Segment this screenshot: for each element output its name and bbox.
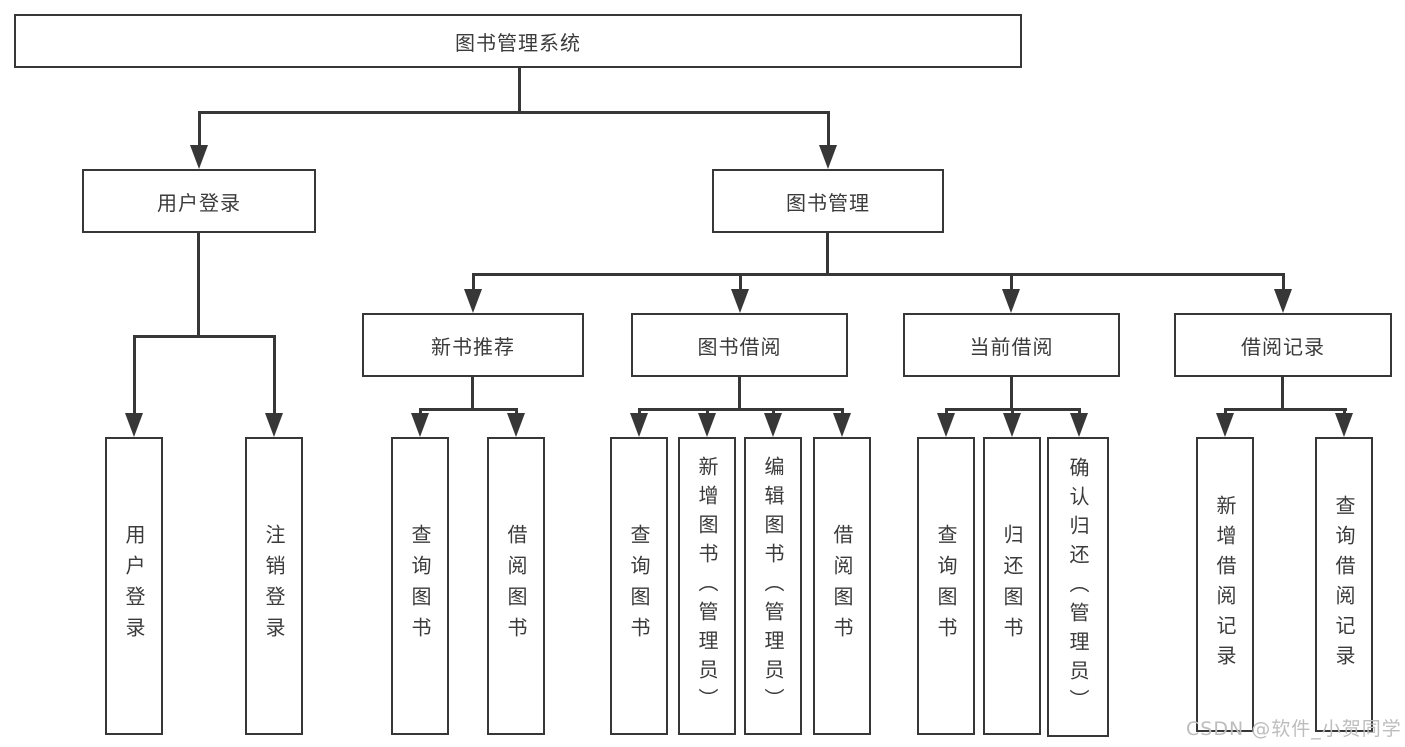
connector-group2-stub [738,377,741,411]
node-label: 归还图书 [1000,524,1024,648]
leaf-logout: 注销登录 [245,437,303,735]
node-user-login: 用户登录 [82,169,316,233]
leaf-borrow-query-books: 查询图书 [610,437,668,735]
node-new-book-recommend: 新书推荐 [362,313,584,377]
arrow-group4-child2 [1335,408,1353,437]
arrow-group2-child1 [630,408,648,437]
leaf-borrow-books: 借阅图书 [813,437,871,735]
arrow-group1-child1 [411,408,429,437]
leaf-add-books-admin: 新增图书（管理员） [678,437,736,735]
arrow-to-logout-leaf [265,335,283,437]
arrow-to-book-borrow [731,273,749,313]
node-library-management-system: 图书管理系统 [14,14,1022,68]
node-label: 用户登录 [157,190,241,215]
leaf-recommend-borrow-books: 借阅图书 [487,437,545,735]
node-label: 查询图书 [934,524,958,648]
node-label: 图书借阅 [697,334,782,359]
node-label: 图书管理 [786,190,870,215]
arrow-to-borrow-records [1274,273,1292,313]
connector-group1-stub [471,377,474,411]
connector-group3-stub [1010,377,1013,411]
arrow-to-user-login [190,111,208,169]
arrow-group3-child2 [1003,408,1021,437]
connector-group1-rail [419,408,518,411]
leaf-add-borrow-record: 新增借阅记录 [1196,437,1254,732]
node-book-borrow: 图书借阅 [631,313,848,377]
node-borrow-records: 借阅记录 [1174,313,1392,377]
node-label: 新增借阅记录 [1213,494,1237,675]
arrow-group2-child3 [764,408,782,437]
arrow-to-new-book-recommend [464,273,482,313]
node-label: 新增图书（管理员） [695,455,719,717]
connector-login-stub [197,233,200,338]
connector-login-rail [134,335,276,338]
connector-group2-rail [638,408,844,411]
connector-group4-stub [1281,377,1284,411]
arrow-to-current-borrow [1002,273,1020,313]
csdn-watermark: CSDN @软件_小贺同学 [1186,718,1402,740]
node-label: 借阅记录 [1241,334,1325,359]
arrow-group3-child3 [1070,408,1088,437]
arrow-group3-child1 [937,408,955,437]
leaf-confirm-return-admin: 确认归还（管理员） [1047,437,1109,737]
leaf-edit-books-admin: 编辑图书（管理员） [744,437,802,735]
arrow-group1-child2 [507,408,525,437]
node-label: 用户登录 [122,524,146,648]
node-label: 查询图书 [627,524,651,648]
arrow-group2-child2 [698,408,716,437]
leaf-query-borrow-record: 查询借阅记录 [1315,437,1373,732]
leaf-current-query-books: 查询图书 [917,437,975,735]
node-label: 借阅图书 [830,524,854,648]
leaf-recommend-query-books: 查询图书 [391,437,449,735]
connector-manage-stub [826,233,829,276]
arrow-to-login-leaf [125,335,143,437]
connector-group4-rail [1224,408,1347,411]
arrow-to-book-management [819,111,837,169]
leaf-return-books: 归还图书 [983,437,1041,735]
connector-root-stub [518,68,521,114]
node-current-borrow: 当前借阅 [903,313,1120,377]
node-label: 确认归还（管理员） [1066,456,1090,718]
leaf-user-login: 用户登录 [105,437,163,735]
node-label: 借阅图书 [504,524,528,648]
arrow-group4-child1 [1216,408,1234,437]
arrow-group2-child4 [833,408,851,437]
node-label: 查询图书 [408,524,432,648]
node-label: 编辑图书（管理员） [761,455,785,717]
connector-level2-rail [198,111,830,114]
node-book-management: 图书管理 [712,169,944,233]
node-label: 查询借阅记录 [1332,494,1356,675]
node-label: 当前借阅 [969,334,1054,359]
node-label: 注销登录 [262,524,286,648]
connector-level3-rail [472,273,1285,276]
node-label: 新书推荐 [431,334,515,359]
node-label: 图书管理系统 [455,30,581,55]
